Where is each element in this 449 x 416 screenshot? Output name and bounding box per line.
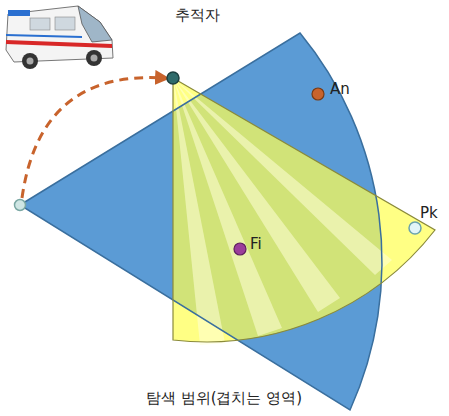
point-label: An [330,80,350,98]
an-point [312,88,324,100]
blue-outline [20,33,382,410]
tracker-label: 추적자 [175,6,220,24]
fi-point [234,243,246,255]
pk-point [409,222,421,234]
ambulance-icon [6,6,113,69]
tracker-point [167,72,179,84]
start-point [15,200,26,211]
movement-path [22,78,164,198]
point-label: Fi [250,235,262,253]
point-label: Pk [420,204,438,222]
area-caption: 탐색 범위(겹치는 영역) [146,389,302,407]
light-rays [173,78,392,345]
yellow-outline [173,78,435,342]
